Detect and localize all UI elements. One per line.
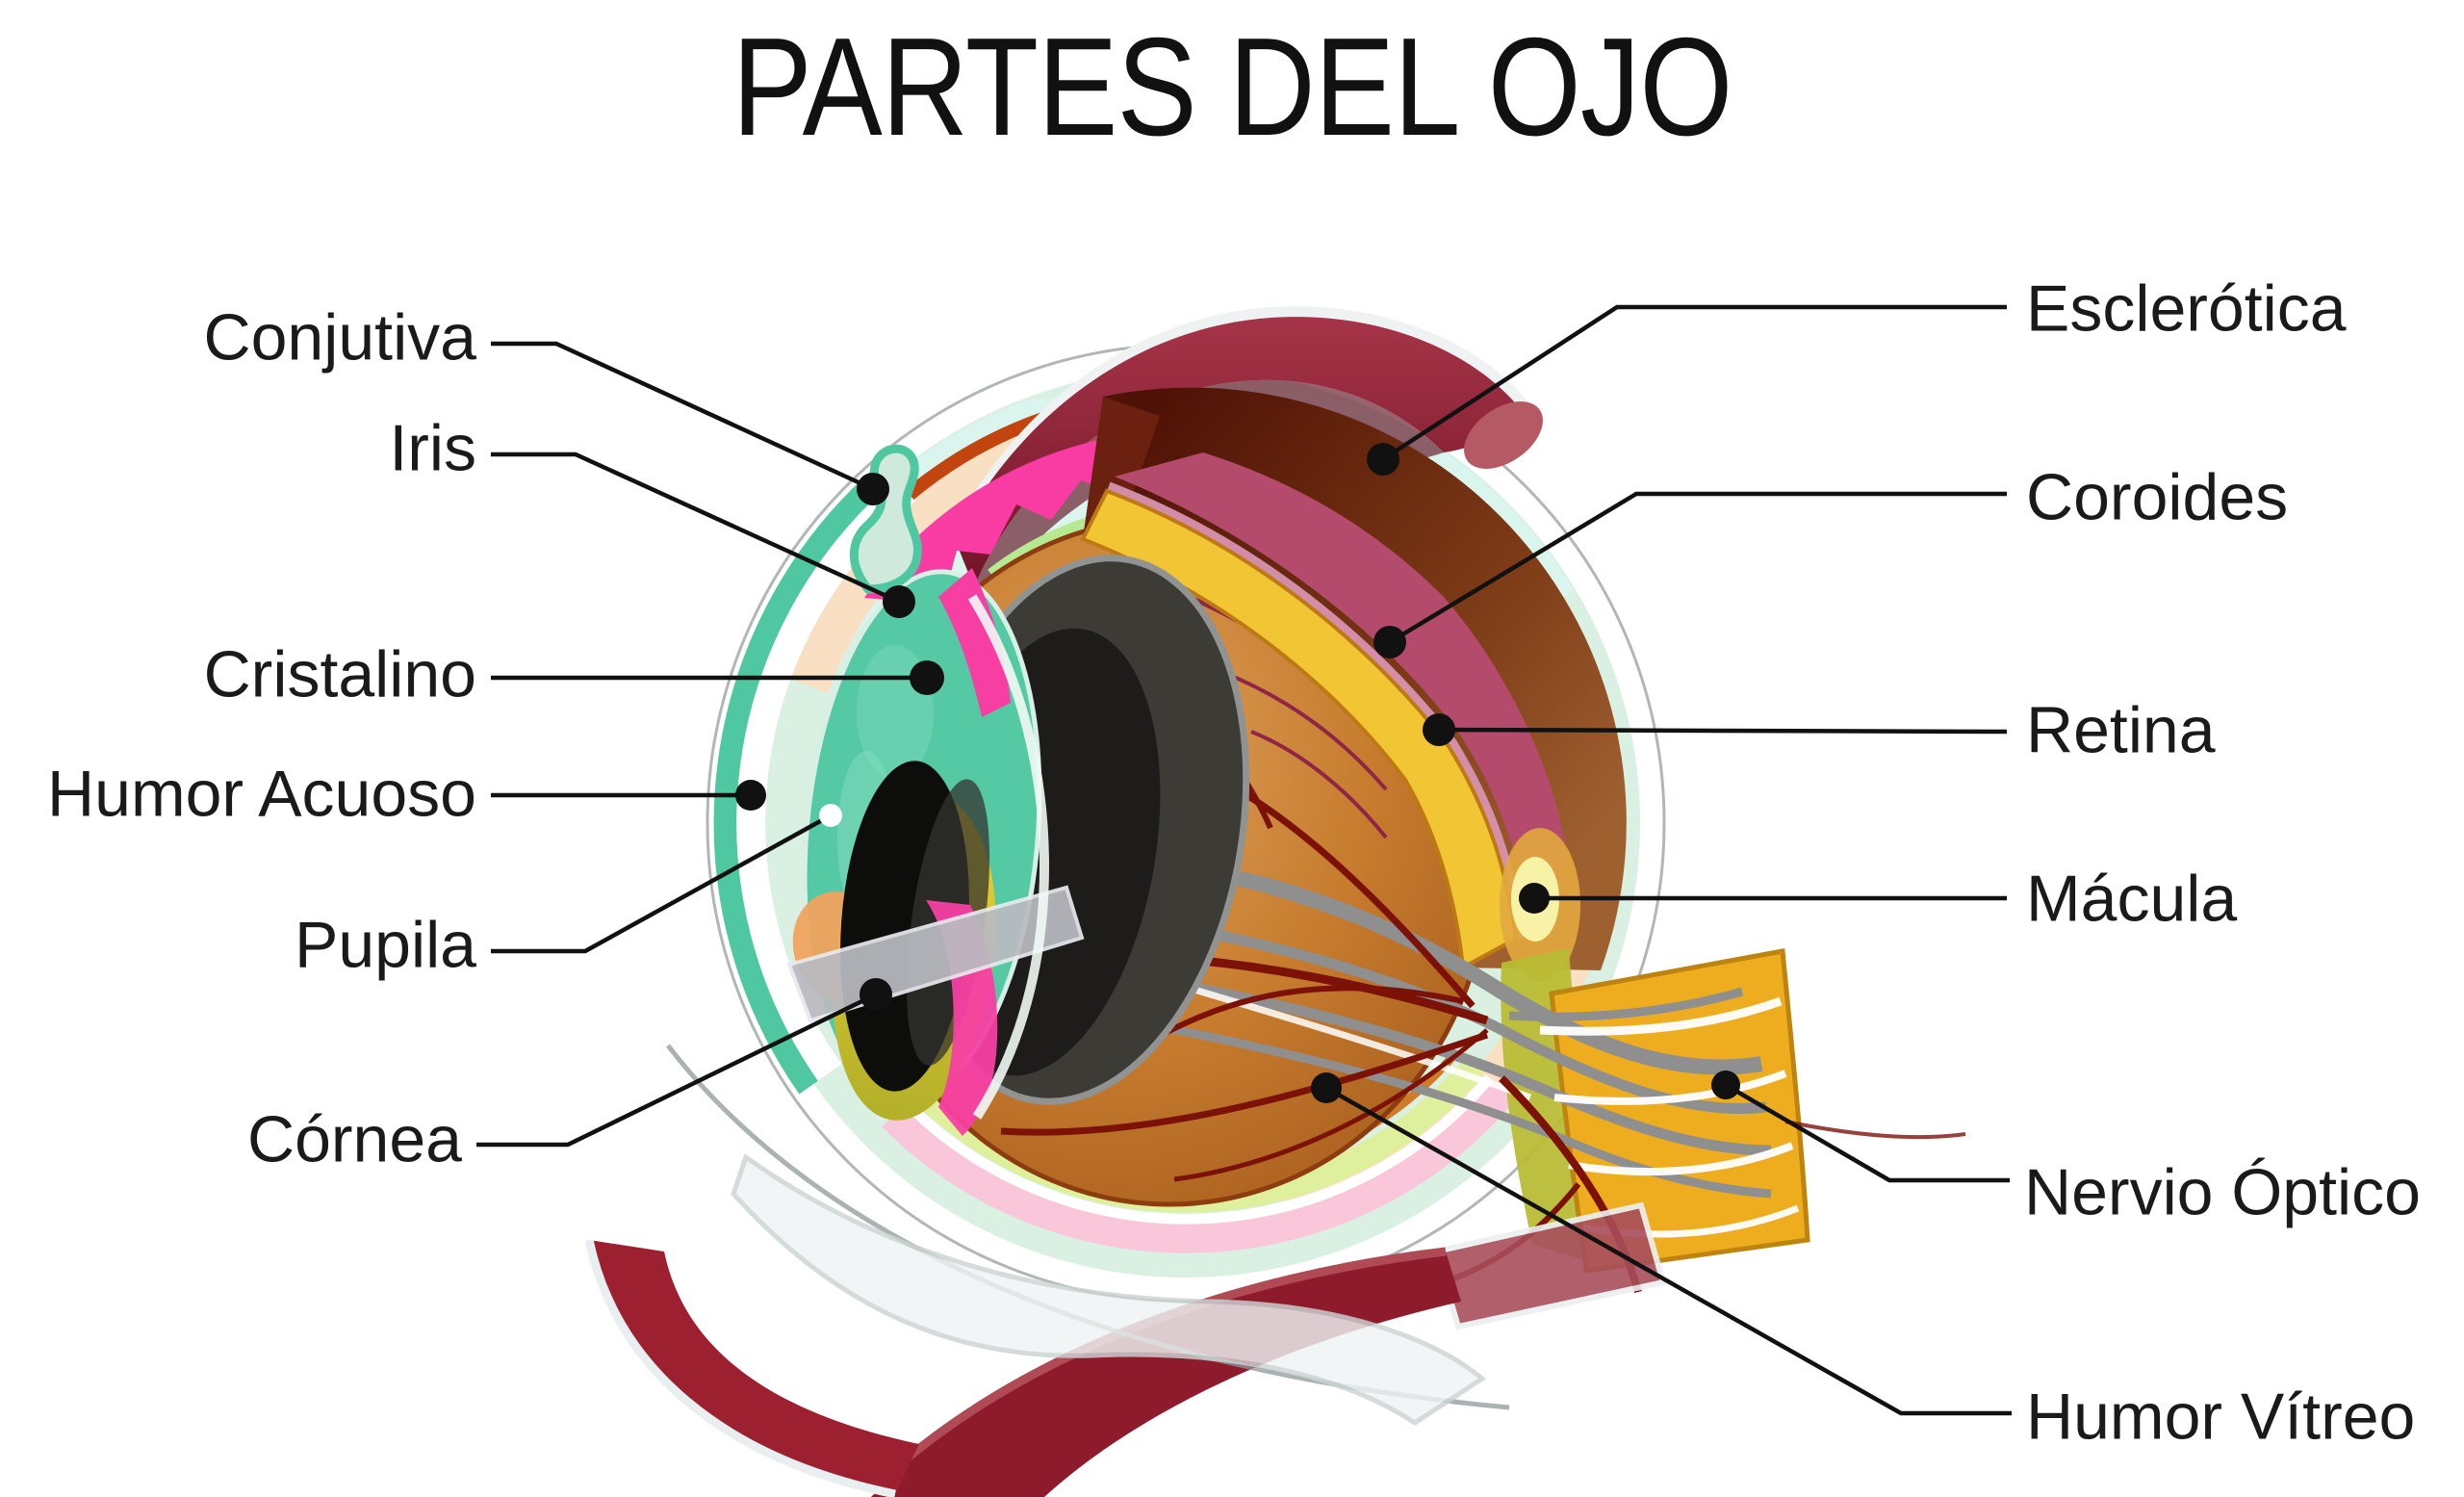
leader-dot-humor-vitreo [1311, 1072, 1342, 1103]
leader-dot-nervio-optico [1711, 1071, 1740, 1099]
label-humor-vitreo: Humor Vítreo [2026, 1380, 2416, 1454]
label-nervio-optico: Nervio Óptico [2024, 1155, 2421, 1229]
page-title: PARTES DEL OJO [0, 17, 2464, 157]
leader-line-cornea [476, 992, 877, 1148]
leader-line-humor-vitreo [1324, 1086, 2012, 1416]
leader-dot-conjutiva [857, 473, 889, 505]
leader-line-iris [491, 452, 900, 605]
conjunctiva-flap [849, 444, 922, 594]
label-esclerotica: Esclerótica [2026, 271, 2347, 346]
leader-dot-pupila [819, 804, 842, 827]
leader-dot-retina [1423, 713, 1455, 746]
ciliary-fringe-upper [938, 568, 1011, 717]
label-coroides: Coroides [2026, 460, 2289, 534]
leader-line-pupila [491, 813, 833, 954]
iris-highlight [967, 594, 1050, 1120]
anterior-segment [713, 444, 1250, 1136]
leader-dot-iris [883, 585, 915, 618]
eye-muscles-bottom [584, 1044, 1667, 1497]
leader-line-nervio-optico [1724, 1083, 2010, 1183]
leader-line-coroides [1388, 491, 2007, 644]
label-iris: Iris [389, 411, 476, 485]
label-humor-acuoso: Humor Acuoso [47, 757, 476, 831]
leader-dot-coroides [1373, 626, 1406, 658]
label-pupila: Pupila [294, 908, 476, 982]
leader-dot-humor-acuoso [735, 780, 766, 811]
leader-dot-cristalino [910, 660, 944, 695]
leader-line-esclerotica [1381, 304, 2007, 461]
label-macula: Mácula [2026, 862, 2238, 936]
label-retina: Retina [2026, 693, 2216, 767]
leader-line-conjutiva [491, 341, 874, 492]
label-conjutiva: Conjutiva [203, 300, 477, 374]
leader-dot-esclerotica [1367, 443, 1399, 476]
label-cornea: Córnea [246, 1102, 462, 1176]
label-cristalino: Cristalino [203, 637, 476, 711]
leader-line-retina [1438, 727, 2008, 735]
leader-dot-cornea [860, 978, 892, 1011]
leader-dot-macula [1519, 883, 1550, 914]
diagram-title: PARTES DEL OJO [732, 9, 1733, 165]
